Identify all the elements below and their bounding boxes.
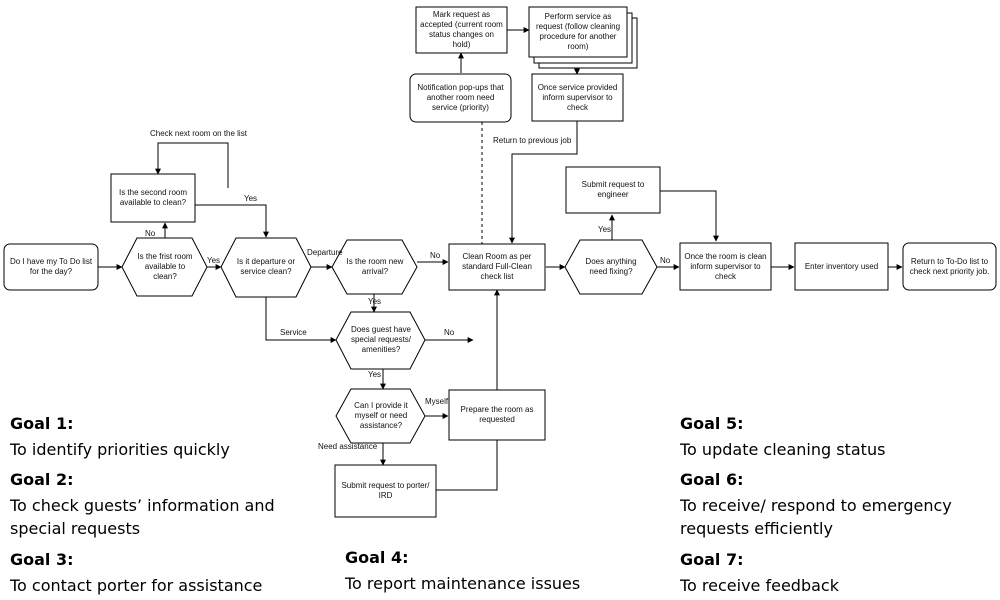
node-provide-myself-shape: [335, 388, 426, 444]
node-prepare-room-shape: [448, 389, 546, 441]
node-provide-myself: Can I provide it myself or need assistan…: [354, 401, 408, 430]
goal-6-text: To receive/ respond to emergency request…: [680, 496, 952, 538]
goal-5-title: Goal 5:: [680, 414, 744, 433]
node-inventory-shape: [794, 242, 889, 291]
node-need-fixing-shape: [564, 239, 658, 295]
node-first-room-shape: [121, 237, 208, 297]
goal-5: Goal 5: To update cleaning status: [680, 414, 980, 461]
goal-3-title: Goal 3:: [10, 550, 74, 569]
node-return-todo: Return to To-Do list to check next prior…: [909, 256, 990, 276]
node-perform-service-shape: [528, 6, 628, 58]
label-no-special: No: [444, 328, 455, 337]
node-prepare-room: Prepare the room as requested: [460, 405, 534, 424]
node-mark-request: Mark request as accepted (current room s…: [420, 10, 503, 49]
goal-1: Goal 1: To identify priorities quickly: [10, 414, 310, 461]
label-yes-special: Yes: [368, 370, 381, 379]
label-yes-second: Yes: [244, 194, 257, 203]
goal-4-title: Goal 4:: [345, 548, 409, 567]
node-new-arrival-shape: [331, 239, 418, 295]
node-engineer-shape: [565, 166, 661, 214]
goal-3-text: To contact porter for assistance: [10, 576, 263, 595]
node-room-clean-shape: [679, 242, 772, 291]
node-second-room-shape: [110, 173, 196, 223]
goal-1-title: Goal 1:: [10, 414, 74, 433]
goal-4: Goal 4: To report maintenance issues: [345, 548, 645, 595]
label-departure: Departure: [307, 248, 343, 257]
goal-7-text: To receive feedback: [680, 576, 839, 595]
node-inventory: Enter inventory used: [804, 261, 879, 271]
label-yes-arrival: Yes: [368, 297, 381, 306]
node-clean-room: Clean Room as per standard Full-Clean ch…: [462, 252, 532, 281]
node-new-arrival: Is the room new arrival?: [346, 257, 404, 276]
label-no-first: No: [145, 229, 156, 238]
node-notification-shape: [409, 73, 512, 123]
goal-6-title: Goal 6:: [680, 470, 744, 489]
label-no-arrival: No: [430, 251, 441, 260]
node-first-room: Is the frist room available to clean?: [137, 252, 193, 281]
node-special-requests: Does guest have special requests/ amenit…: [350, 325, 412, 354]
node-inform-once: Once service provided inform supervisor …: [537, 82, 618, 112]
goal-3: Goal 3: To contact porter for assistance: [10, 550, 310, 597]
label-check-next: Check next room on the list: [150, 129, 248, 138]
label-yes-first: Yes: [207, 256, 220, 265]
node-departure-service-shape: [220, 237, 312, 298]
label-no-fix: No: [660, 256, 671, 265]
label-myself: Myself: [425, 397, 449, 406]
node-todo: Do I have my To Do list for the day?: [9, 257, 93, 276]
goal-1-text: To identify priorities quickly: [10, 440, 230, 459]
label-service: Service: [280, 328, 307, 337]
edge-second-loop: [155, 142, 229, 188]
node-porter-shape: [334, 464, 437, 518]
node-second-room: Is the second room available to clean?: [118, 188, 188, 207]
node-need-fixing: Does anything need fixing?: [585, 257, 637, 276]
edge-service-special: [265, 297, 337, 343]
edge-inform-clean: [509, 121, 578, 244]
edge-second-departure: [195, 204, 269, 238]
edge-engineer-roomclean: [660, 190, 719, 242]
node-special-requests-shape: [335, 311, 426, 370]
node-departure-service: Is it departure or service clean?: [236, 257, 296, 276]
edge-porter-clean: [436, 289, 500, 491]
node-notification: Notification pop-ups that another room n…: [417, 83, 504, 112]
goal-4-text: To report maintenance issues: [345, 574, 581, 593]
goal-7-title: Goal 7:: [680, 550, 744, 569]
label-return-previous: Return to previous job: [493, 136, 572, 145]
node-engineer: Submit request to engineer: [581, 180, 645, 199]
node-porter: Submit request to porter/ IRD: [341, 481, 430, 500]
goal-6: Goal 6: To receive/ respond to emergency…: [680, 470, 990, 540]
goal-5-text: To update cleaning status: [680, 440, 886, 459]
node-room-clean: Once the room is clean inform supervisor…: [684, 251, 767, 281]
label-yes-fix: Yes: [598, 225, 611, 234]
goal-2-title: Goal 2:: [10, 470, 74, 489]
label-need-assistance: Need assistance: [318, 442, 378, 451]
node-clean-room-shape: [448, 243, 546, 291]
node-todo-shape: [3, 243, 99, 291]
node-perform-service: Perform service as request (follow clean…: [535, 12, 621, 51]
node-inform-once-shape: [531, 73, 624, 122]
node-return-todo-shape: [902, 242, 997, 291]
goal-7: Goal 7: To receive feedback: [680, 550, 980, 597]
goal-2: Goal 2: To check guests’ information and…: [10, 470, 320, 540]
goal-2-text: To check guests’ information and special…: [10, 496, 275, 538]
node-mark-request-shape: [415, 6, 508, 54]
